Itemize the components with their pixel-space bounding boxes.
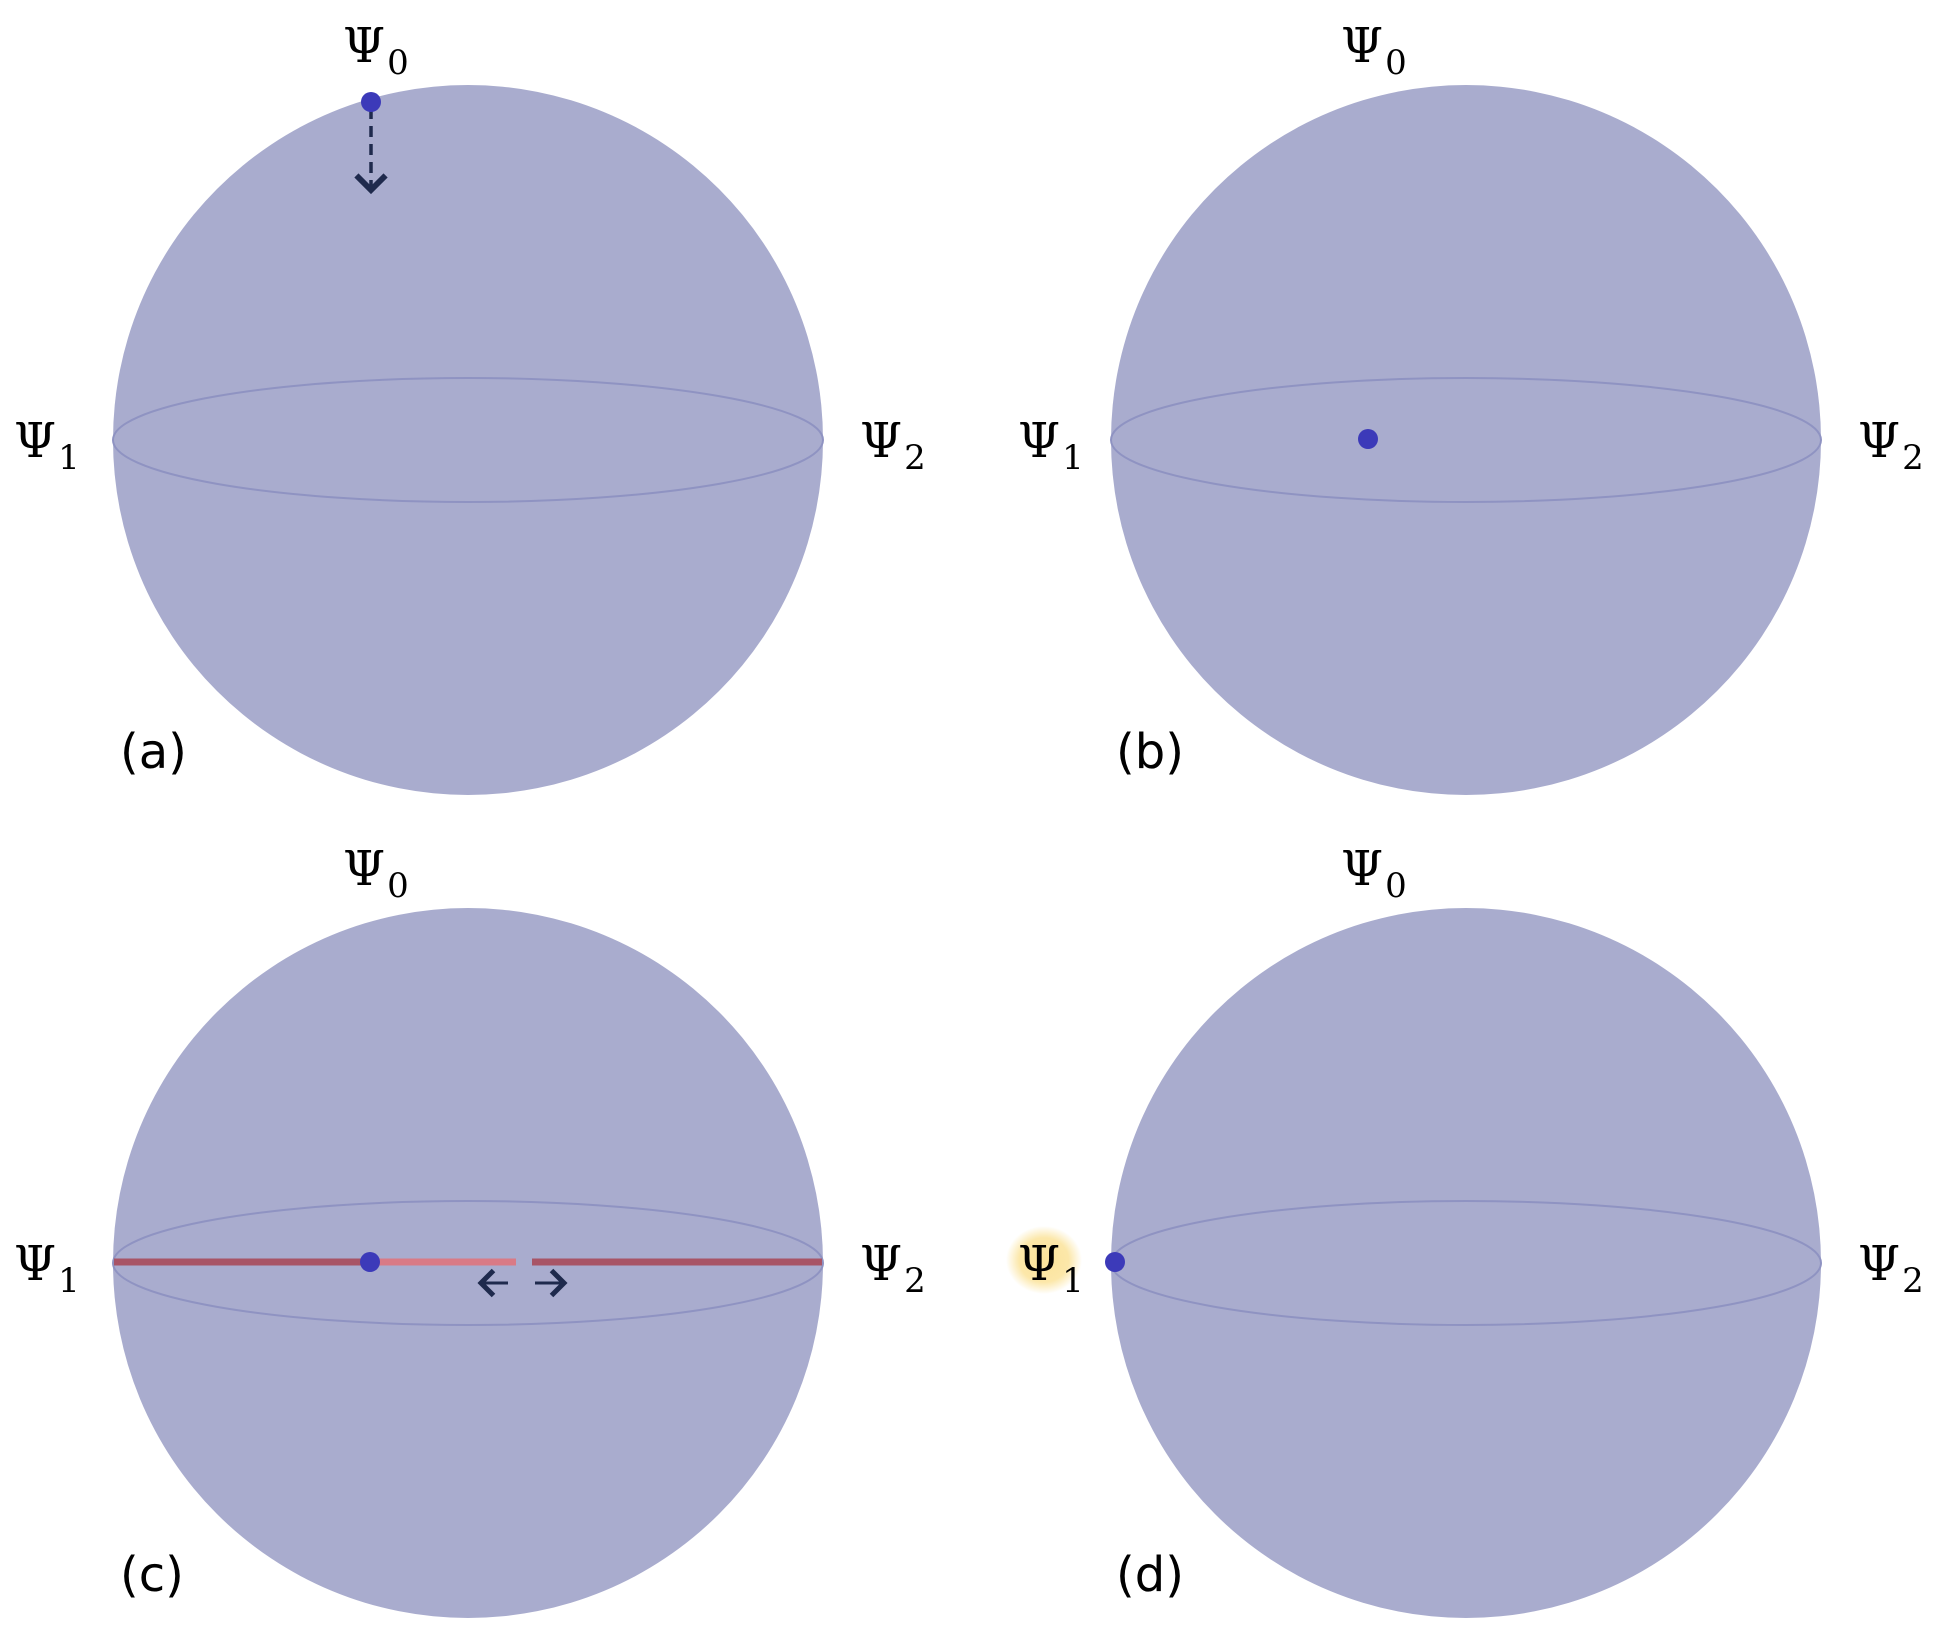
state-point: [1358, 429, 1378, 449]
label-psi-1: Ψ1: [1018, 413, 1084, 478]
panel-label: (a): [120, 724, 187, 780]
label-psi-0: Ψ0: [343, 841, 409, 906]
label-psi-0: Ψ0: [1341, 18, 1407, 83]
panel-label: (b): [1116, 724, 1184, 780]
label-psi-1-highlighted: Ψ1: [1018, 1236, 1084, 1301]
label-psi-2: Ψ2: [860, 1236, 926, 1301]
panel-label: (d): [1116, 1547, 1184, 1603]
label-psi-0: Ψ0: [1341, 841, 1407, 906]
panel-d: Ψ0 Ψ1 Ψ2 (d): [1006, 841, 1924, 1618]
highlight-glow: [1006, 1226, 1082, 1294]
label-psi-0: Ψ0: [343, 18, 409, 83]
state-point: [1105, 1252, 1125, 1272]
panel-c: Ψ0 Ψ1 Ψ2 (c): [14, 841, 926, 1618]
label-psi-2: Ψ2: [1858, 413, 1924, 478]
label-psi-2: Ψ2: [860, 413, 926, 478]
panel-a: Ψ0 Ψ1 Ψ2 (a): [14, 18, 926, 795]
panel-b: Ψ0 Ψ1 Ψ2 (b): [1018, 18, 1924, 795]
state-point: [361, 92, 381, 112]
equator-ellipse: [1110, 377, 1822, 503]
sphere: [1111, 908, 1821, 1618]
equator-ellipse: [112, 377, 824, 503]
state-point: [360, 1252, 380, 1272]
panel-label: (c): [120, 1547, 184, 1603]
equator-ellipse: [112, 1200, 824, 1326]
label-psi-1: Ψ1: [14, 413, 80, 478]
label-psi-2: Ψ2: [1858, 1236, 1924, 1301]
label-psi-1: Ψ1: [14, 1236, 80, 1301]
